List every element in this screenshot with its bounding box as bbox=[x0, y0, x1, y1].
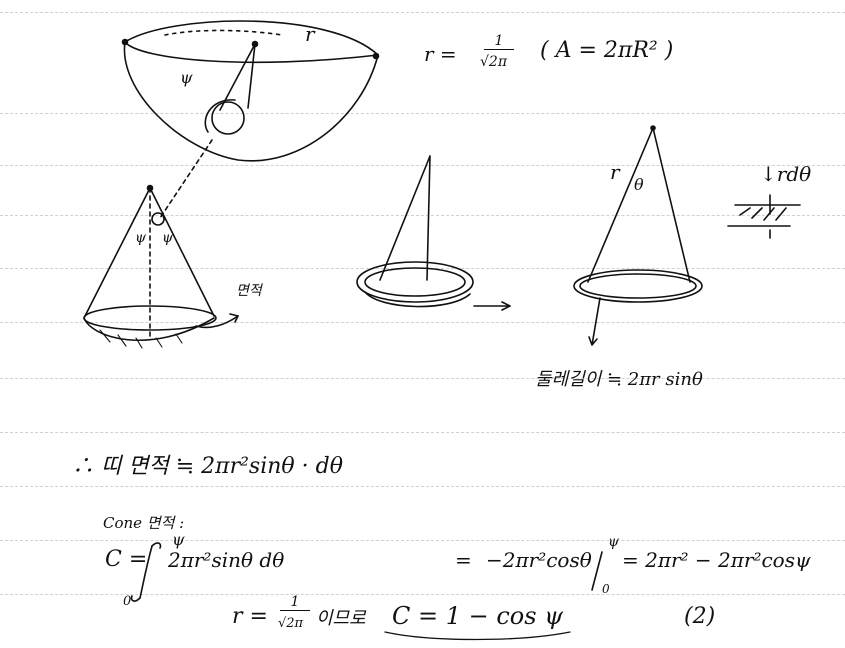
ruled-line bbox=[0, 322, 845, 323]
area-formula: ( A = 2πR² ) bbox=[540, 38, 674, 63]
ruled-line bbox=[0, 594, 845, 595]
radius-lhs: r = bbox=[424, 42, 457, 66]
final-c-result: C = 1 − cos ψ bbox=[392, 602, 564, 630]
cone-area-label: Cone 면적 : bbox=[103, 514, 185, 532]
integrand: 2πr²sinθ dθ bbox=[168, 548, 285, 572]
label-r-top: r bbox=[305, 22, 315, 46]
cone-sketch-left bbox=[83, 184, 239, 349]
antiderivative: −2πr²cosθ bbox=[486, 548, 592, 572]
bar-lower: 0 bbox=[602, 582, 610, 596]
equation-tag: (2) bbox=[684, 604, 716, 629]
ruled-line bbox=[0, 486, 845, 487]
final-numerator: 1 bbox=[280, 594, 310, 611]
label-r-cone3: r bbox=[610, 160, 620, 184]
final-r-lhs: r = bbox=[232, 604, 268, 629]
integral-upper: ψ bbox=[172, 530, 185, 549]
radius-denominator: √2π bbox=[480, 54, 508, 70]
label-psi-cone-left: ψ bbox=[135, 230, 146, 246]
cone-c-eq: C = bbox=[105, 547, 148, 572]
evaluation-bar bbox=[591, 551, 603, 591]
hemisphere-sketch bbox=[121, 20, 380, 219]
ruled-line bbox=[0, 215, 845, 216]
strip-area-formula: ∴ 띠 면적 ≒ 2πr²sinθ · dθ bbox=[72, 454, 343, 479]
circumference-formula: 둘레길이 ≒ 2πr sinθ bbox=[535, 369, 703, 390]
integral-sign bbox=[130, 542, 162, 602]
final-denominator: √2π bbox=[278, 616, 304, 631]
bar-upper: ψ bbox=[608, 534, 619, 550]
ruled-line bbox=[0, 378, 845, 379]
label-area-word: 면적 bbox=[236, 283, 262, 299]
ruled-line bbox=[0, 165, 845, 166]
label-theta-cone3: θ bbox=[634, 175, 644, 194]
label-r-dtheta: ↓rdθ bbox=[760, 162, 812, 186]
final-korean: 이므로 bbox=[316, 608, 366, 629]
cone-sketch-middle bbox=[356, 155, 511, 311]
radius-numerator: 1 bbox=[484, 33, 514, 50]
equals-sign: = bbox=[455, 548, 472, 572]
integral-result: = 2πr² − 2πr²cosψ bbox=[622, 548, 811, 572]
cone-sketch-right bbox=[573, 125, 801, 346]
ruled-line bbox=[0, 113, 845, 114]
ruled-line bbox=[0, 12, 845, 13]
ruled-line bbox=[0, 432, 845, 433]
label-psi-cone-right: ψ bbox=[162, 230, 173, 246]
final-underline bbox=[384, 631, 571, 641]
integral-lower: 0 bbox=[123, 594, 132, 609]
label-psi-top: ψ bbox=[180, 68, 193, 87]
ruled-line bbox=[0, 540, 845, 541]
